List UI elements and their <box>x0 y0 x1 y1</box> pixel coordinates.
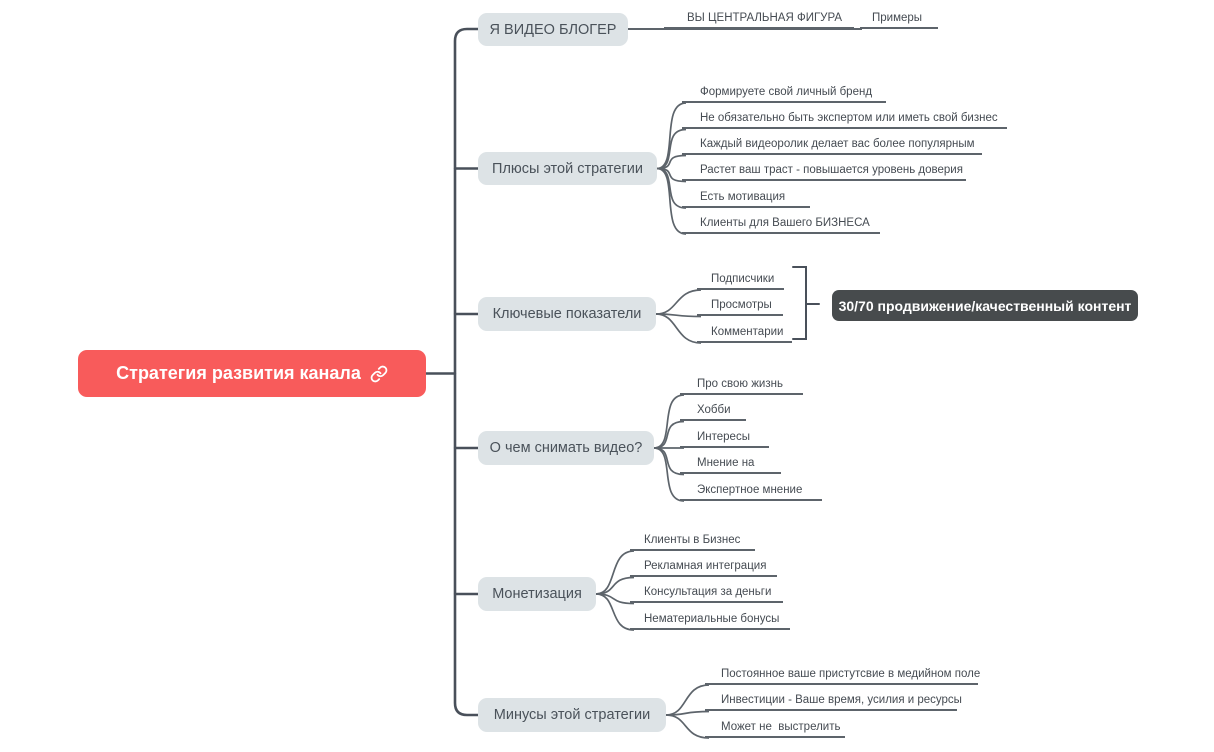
root-node[interactable]: Стратегия развития канала <box>78 350 426 397</box>
leaf-node[interactable]: Каждый видеоролик делает вас более попул… <box>682 136 982 155</box>
summary-badge[interactable]: 30/70 продвижение/качественный контент <box>832 290 1138 321</box>
leaf-node[interactable]: Мнение на <box>680 455 781 474</box>
leaf-node[interactable]: Про свою жизнь <box>680 376 803 395</box>
trunk-line <box>453 27 480 717</box>
leaf-node[interactable]: Клиенты в Бизнес <box>630 532 755 551</box>
leaf-node[interactable]: Экспертное мнение <box>680 482 822 501</box>
topic-ya-video-bloger[interactable]: Я ВИДЕО БЛОГЕР <box>478 13 628 46</box>
leaf-node[interactable]: Нематериальные бонусы <box>630 611 790 630</box>
topic-minusy-strategii[interactable]: Минусы этой стратегии <box>478 698 666 732</box>
leaf-node[interactable]: Есть мотивация <box>682 189 810 208</box>
leaf-node[interactable]: Консультация за деньги <box>630 584 783 603</box>
leaf-node[interactable]: ВЫ ЦЕНТРАЛЬНАЯ ФИГУРА <box>664 10 854 29</box>
leaf-node[interactable]: Рекламная интеграция <box>630 558 777 577</box>
leaf-node[interactable]: Подписчики <box>697 271 784 290</box>
root-label: Стратегия развития канала <box>116 363 361 383</box>
leaf-node[interactable]: Может не выстрелить <box>705 719 845 738</box>
leaf-node[interactable]: Интересы <box>680 429 769 448</box>
leaf-node[interactable]: Примеры <box>860 10 938 29</box>
topic-klyuchevye-pokazateli[interactable]: Ключевые показатели <box>478 297 656 331</box>
leaf-node[interactable]: Растет ваш траст - повышается уровень до… <box>682 162 966 181</box>
topic-o-chem-snimat-video[interactable]: О чем снимать видео? <box>478 431 654 465</box>
summary-bracket <box>792 266 820 340</box>
topic-plyusy-strategii[interactable]: Плюсы этой стратегии <box>478 152 657 185</box>
leaf-node[interactable]: Клиенты для Вашего БИЗНЕСА <box>682 215 880 234</box>
leaf-node[interactable]: Просмотры <box>697 297 783 316</box>
leaf-node[interactable]: Инвестиции - Ваше время, усилия и ресурс… <box>705 692 962 711</box>
leaf-node[interactable]: Формируете свой личный бренд <box>682 84 886 103</box>
leaf-node[interactable]: Постоянное ваше пристутсвие в медийном п… <box>705 666 980 685</box>
leaf-node[interactable]: Хобби <box>680 402 746 421</box>
leaf-node[interactable]: Не обязательно быть экспертом или иметь … <box>682 110 1007 129</box>
link-icon[interactable] <box>370 365 388 383</box>
topic-monetizatsiya[interactable]: Монетизация <box>478 577 596 611</box>
leaf-node[interactable]: Комментарии <box>697 324 792 343</box>
